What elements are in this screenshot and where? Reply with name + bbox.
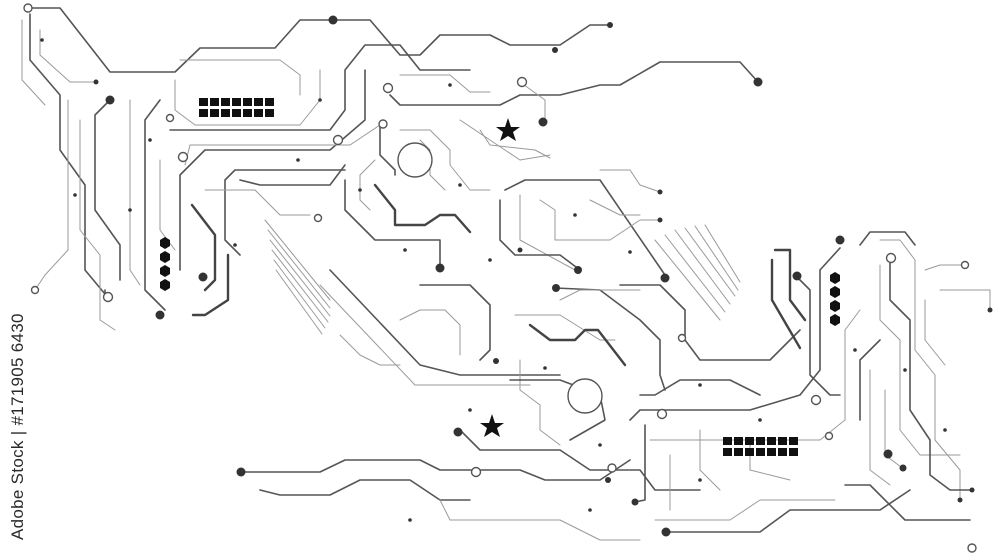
solid-pads: [93, 15, 993, 537]
ring-pad-icon: [810, 394, 822, 406]
hexagon-stack-icon: [830, 272, 840, 326]
ring-pad-icon: [516, 76, 528, 88]
ring-pad-icon: [23, 3, 33, 13]
via-dots: [40, 38, 947, 522]
ring-pad-icon: [378, 119, 388, 129]
stars: [480, 118, 520, 437]
ring-pad-icon: [824, 431, 834, 441]
star-icon: [480, 414, 504, 437]
ring-pads: [23, 3, 977, 553]
hexagon-stack-icon: [160, 237, 170, 291]
chip-array-icon: [723, 437, 798, 456]
ring-pad-icon: [332, 134, 344, 146]
ring-pad-icon: [397, 142, 433, 178]
ring-pad-icon: [177, 151, 189, 163]
ring-pad-icon: [967, 543, 977, 553]
ring-pad-icon: [677, 333, 687, 343]
ring-pad-icon: [656, 408, 668, 420]
chip-array-icon: [199, 98, 274, 117]
upper-left-traces: [21, 7, 471, 331]
upper-left-bus: [264, 219, 331, 335]
ring-pad-icon: [102, 291, 114, 303]
ring-pad-icon: [960, 260, 970, 270]
ring-pad-icon: [382, 82, 394, 94]
top-center-traces: [334, 19, 759, 269]
center-traces: [319, 169, 801, 446]
ring-pad-icon: [567, 378, 603, 414]
star-icon: [496, 118, 520, 141]
ring-pad-icon: [30, 285, 40, 295]
ring-pad-icon: [885, 252, 897, 264]
lower-right-traces: [239, 231, 991, 541]
ring-pad-icon: [313, 213, 323, 223]
ring-pad-icon: [165, 113, 175, 123]
center-right-bus: [654, 224, 741, 321]
stock-id-watermark: Adobe Stock | #171905 6430: [8, 313, 27, 540]
ring-pad-icon: [470, 466, 482, 478]
ring-pad-icon: [607, 463, 617, 473]
